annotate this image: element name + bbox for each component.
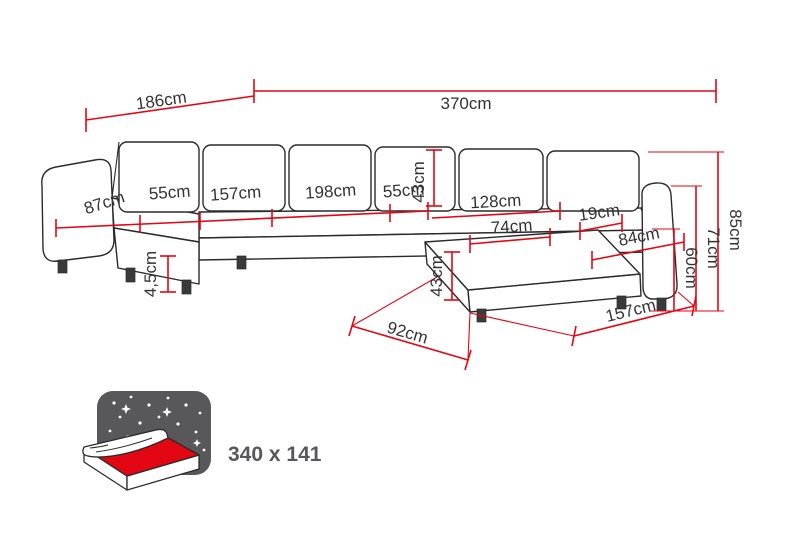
dim-back-cushion-height: 43cm (409, 161, 428, 203)
sparkle-star-icon (193, 439, 201, 447)
dim-width-total: 370cm (440, 94, 491, 113)
dim-tick (691, 295, 697, 317)
dim-armrest-height: 71cm (704, 227, 723, 269)
dim-chaise-width-inner: 74cm (490, 216, 533, 238)
dim-legs-height: 4,5cm (141, 251, 160, 297)
dim-tick (571, 325, 577, 347)
dim-line-armrest-right-width (579, 222, 623, 232)
sofa-leg (181, 279, 192, 295)
dim-ext (467, 312, 471, 360)
dim-total-height: 85cm (726, 209, 745, 251)
dim-tick (348, 315, 356, 337)
sofa-back-left-edge (111, 141, 120, 199)
dim-tick (464, 349, 472, 371)
bed-duvet-fold (95, 437, 153, 453)
dim-line-seat-run (55, 210, 429, 229)
back-cushion-2 (202, 144, 286, 212)
left-armrest (41, 158, 115, 262)
sleeping-area-icon: 340 x 141 (82, 391, 322, 491)
dim-line-chaise-footprint (351, 325, 469, 361)
back-cushion-5 (458, 148, 544, 212)
sofa-leg (616, 295, 627, 310)
dim-seat-198: 198cm (305, 180, 357, 203)
sofa-leg (125, 267, 136, 283)
dim-footprint-92: 92cm (385, 318, 430, 348)
sofa-drawing (41, 141, 678, 323)
dim-chaise-height: 43cm (427, 255, 446, 297)
dim-ext (351, 276, 438, 327)
dim-line-chaise-side-right (591, 241, 685, 261)
dim-line-depth-left (85, 95, 255, 121)
bed-duvet-fold (89, 444, 109, 449)
front-chaise-top (424, 229, 641, 291)
sofa-leg (236, 255, 247, 270)
sofa-leg (57, 259, 68, 274)
sparkle-star-icon (162, 407, 172, 417)
dim-line-chaise-width-inner (469, 236, 551, 245)
dim-ext (677, 291, 695, 307)
dim-ext (469, 312, 575, 337)
back-cushion-6 (546, 150, 640, 212)
bed-icon (82, 428, 200, 491)
dim-depth-left: 186cm (135, 88, 188, 114)
right-armrest (641, 182, 678, 300)
dim-seat-height: 60cm (682, 247, 701, 289)
dim-seat-157: 157cm (210, 182, 262, 205)
dim-seat-55-left: 55cm (148, 182, 191, 204)
dim-chaise-width-back: 128cm (470, 191, 522, 213)
sofa-leg (656, 297, 667, 312)
sparkle-star-icon (121, 404, 131, 414)
back-cushion-3 (288, 144, 372, 212)
bed-duvet (82, 428, 169, 458)
dimension-lines (55, 79, 724, 371)
dim-line-chaise-width-back (431, 210, 561, 219)
sleeping-area-size: 340 x 141 (228, 443, 322, 466)
stars (108, 395, 206, 452)
dim-line-front-right-footprint (573, 305, 695, 337)
dim-seat-55-right: 55cm (382, 180, 425, 202)
back-cushion-1 (118, 141, 200, 213)
